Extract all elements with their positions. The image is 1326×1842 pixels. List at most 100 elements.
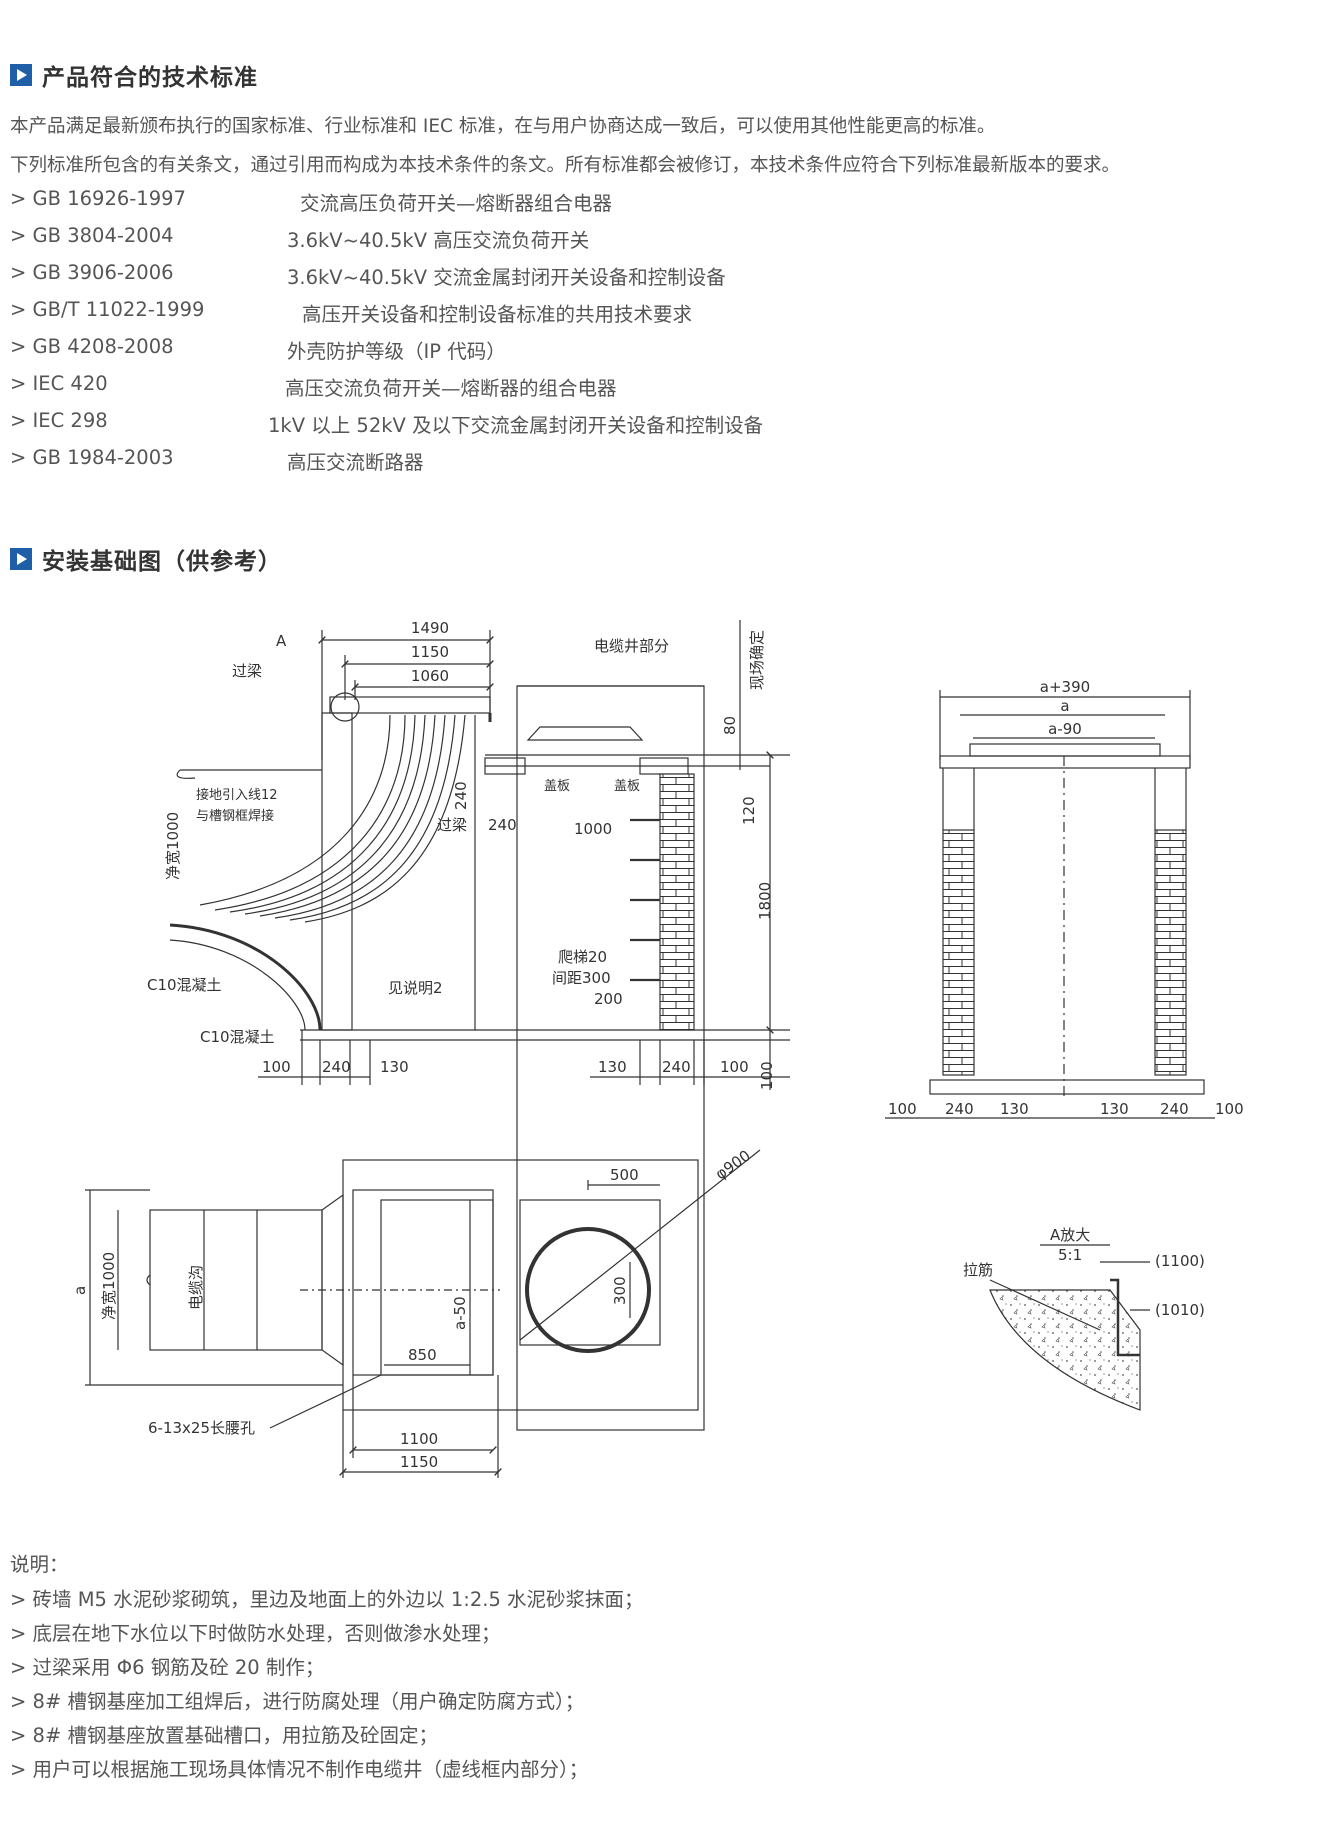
trench-break [146, 1274, 151, 1286]
standard-code: > GB 4208-2008 [10, 335, 174, 358]
section-header-standards: 产品符合的技术标准 [10, 58, 258, 92]
drawing-labels: 1490 1150 1060 A 过梁 电缆井部分 现场确定 80 盖板 盖板 … [71, 619, 1244, 1471]
standard-code: > IEC 298 [10, 409, 108, 432]
side-bottom-130-r: 130 [1100, 1100, 1129, 1118]
standard-code: > GB 3906-2006 [10, 261, 174, 284]
standard-desc: 高压交流负荷开关—熔断器的组合电器 [285, 377, 617, 400]
label-beam-2: 过梁 [437, 816, 467, 834]
label-clear-width: 净宽1000 [164, 812, 182, 880]
ladder-rungs [630, 818, 660, 982]
standard-code: > IEC 420 [10, 372, 108, 395]
side-channel [969, 743, 1161, 757]
side-bottom-240-r: 240 [1160, 1100, 1189, 1118]
label-ground-1: 接地引入线12 [196, 787, 278, 803]
plan-switchgear-inner [380, 1199, 494, 1376]
dim-200: 200 [594, 990, 623, 1008]
side-bottom-240: 240 [945, 1100, 974, 1118]
notes-label: 说明： [10, 1553, 69, 1576]
standard-desc: 外壳防护等级（IP 代码） [287, 340, 506, 363]
dim-bottom-130: 130 [380, 1058, 409, 1076]
note-item: > 过梁采用 Φ6 钢筋及砼 20 制作； [10, 1656, 325, 1679]
detail-dim-1100: (1100) [1155, 1252, 1205, 1270]
note-item: > 用户可以根据施工现场具体情况不制作电缆井（虚线框内部分）； [10, 1758, 589, 1781]
cable-curve [229, 714, 416, 913]
section-view [169, 620, 790, 1431]
standard-code: > GB/T 11022-1999 [10, 298, 205, 321]
brick-wall [659, 773, 695, 1031]
cable-curve [304, 714, 466, 923]
dim-bottom-100-v: 100 [758, 1061, 776, 1090]
dim-120: 120 [740, 796, 758, 825]
plan-cable-trench: 电缆沟 [187, 1265, 205, 1310]
concrete-arc-inner [169, 939, 306, 1031]
plan-dim-300: 300 [611, 1276, 629, 1305]
side-top-beam [939, 755, 1191, 769]
standard-code: > GB 3804-2004 [10, 224, 174, 247]
side-base [929, 1079, 1205, 1095]
section-title-standards: 产品符合的技术标准 [42, 65, 258, 91]
side-dim-a90: a-90 [1048, 720, 1082, 738]
cable-curve [289, 714, 456, 921]
side-bottom-100: 100 [888, 1100, 917, 1118]
standard-code: > GB 1984-2003 [10, 446, 174, 469]
standard-code: > GB 16926-1997 [10, 187, 186, 210]
plan-cable-trench [149, 1209, 323, 1351]
cable-hole-phi900 [525, 1227, 651, 1353]
dim-bottom-100-r: 100 [720, 1058, 749, 1076]
detail-rebar: 拉筋 [963, 1261, 993, 1279]
label-cover-1: 盖板 [544, 779, 570, 794]
label-ladder: 爬梯20 [558, 948, 607, 966]
dim-1000: 1000 [574, 820, 612, 838]
label-beam: 过梁 [232, 662, 262, 680]
plan-dim-a50: a-50 [451, 1296, 469, 1330]
cable-curve [259, 714, 436, 917]
label-ground-2: 与槽钢框焊接 [196, 808, 274, 824]
plan-label-a: a [71, 1286, 89, 1295]
concrete-arc [169, 923, 322, 1031]
dim-1150: 1150 [411, 643, 449, 661]
plan-dim-1100: 1100 [400, 1430, 438, 1448]
ground-break [176, 769, 196, 779]
standard-desc: 1kV 以上 52kV 及以下交流金属封闭开关设备和控制设备 [268, 414, 764, 437]
note-item: > 底层在地下水位以下时做防水处理，否则做渗水处理； [10, 1622, 501, 1645]
label-spacing: 间距300 [552, 969, 611, 987]
dim-240-h: 240 [488, 816, 517, 834]
play-triangle-icon [10, 548, 32, 570]
standard-desc: 交流高压负荷开关—熔断器组合电器 [300, 192, 613, 215]
play-triangle-icon [10, 64, 32, 86]
label-cable-well: 电缆井部分 [594, 637, 669, 655]
label-see-note: 见说明2 [388, 979, 443, 997]
plan-inner-rect [519, 1199, 661, 1346]
section-title-foundation: 安装基础图（供参考） [42, 549, 282, 575]
detail-title: A放大 [1050, 1226, 1090, 1244]
dim-bottom-130-r: 130 [598, 1058, 627, 1076]
rebar-leader [989, 1279, 1101, 1331]
label-c10-a: C10混凝土 [147, 976, 222, 994]
dim-240-v: 240 [452, 781, 470, 810]
detail-channel [1110, 1278, 1140, 1357]
phi-leader [519, 1149, 761, 1341]
detail-scale: 5:1 [1058, 1246, 1082, 1264]
detail-concrete [989, 1289, 1141, 1411]
slot-leader [269, 1374, 382, 1429]
cable-curve [214, 714, 406, 911]
standard-desc: 3.6kV~40.5kV 交流金属封闭开关设备和控制设备 [287, 266, 726, 289]
dim-80: 80 [721, 716, 739, 735]
label-c10-b: C10混凝土 [200, 1028, 275, 1046]
side-bottom-100-r: 100 [1215, 1100, 1244, 1118]
side-dim-a: a [1060, 697, 1069, 715]
standard-desc: 高压开关设备和控制设备标准的共用技术要求 [302, 303, 693, 326]
detail-dim-1010: (1010) [1155, 1301, 1205, 1319]
cover-plate [526, 726, 644, 741]
plan-dim-850: 850 [408, 1346, 437, 1364]
dim-1490: 1490 [411, 619, 449, 637]
plan-dim-500: 500 [610, 1166, 639, 1184]
standard-desc: 3.6kV~40.5kV 高压交流负荷开关 [287, 229, 590, 252]
detail-a-view [989, 1244, 1150, 1411]
plan-dim-phi900: φ900 [712, 1146, 754, 1183]
section-header-foundation: 安装基础图（供参考） [10, 542, 282, 576]
cable-curve [199, 714, 391, 906]
detail-circle-A [330, 692, 360, 722]
dim-1060: 1060 [411, 667, 449, 685]
